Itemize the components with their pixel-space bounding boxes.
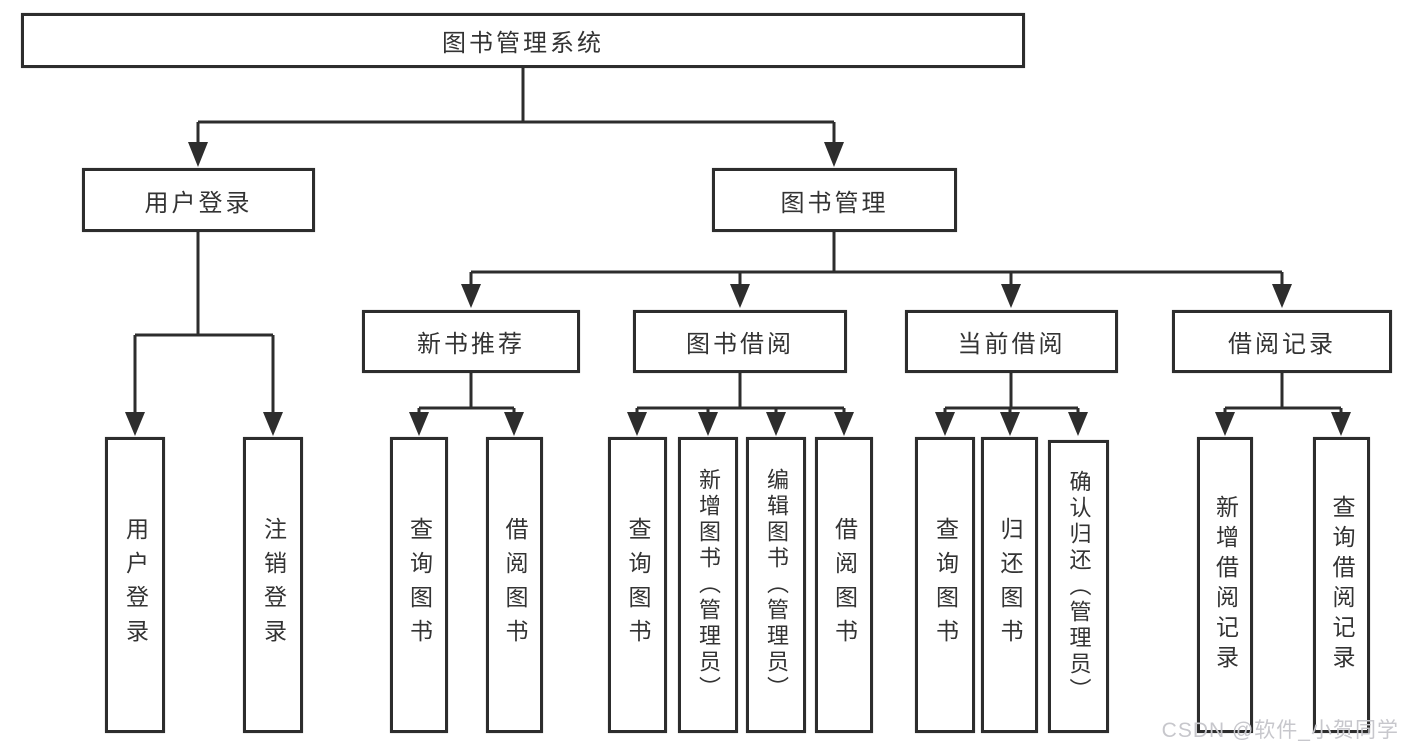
leaf-query-book-current-label: 查询图书 (932, 517, 959, 653)
node-user-login-label: 用户登录 (144, 189, 253, 217)
leaf-borrow-book: 借阅图书 (815, 437, 873, 733)
leaf-return-book-label: 归还图书 (997, 517, 1023, 653)
node-root: 图书管理系统 (21, 13, 1025, 68)
leaf-confirm-return-admin: 确认归还（管理员） (1048, 440, 1109, 733)
leaf-add-book-admin: 新增图书（管理员） (678, 437, 738, 733)
node-book-management: 图书管理 (712, 168, 957, 232)
csdn-watermark: CSDN @软件_小贺同学 (1161, 719, 1399, 742)
leaf-add-borrow-record: 新增借阅记录 (1197, 437, 1253, 733)
leaf-return-book: 归还图书 (981, 437, 1038, 733)
leaf-query-borrow-record: 查询借阅记录 (1313, 437, 1370, 733)
leaf-confirm-return-admin-label: 确认归还（管理员） (1066, 469, 1092, 704)
node-book-borrow: 图书借阅 (633, 310, 847, 373)
leaf-borrow-book-recommend: 借阅图书 (486, 437, 543, 733)
node-user-login: 用户登录 (82, 168, 315, 232)
node-current-borrow-label: 当前借阅 (957, 331, 1066, 358)
leaf-borrow-book-recommend-label: 借阅图书 (502, 517, 528, 653)
leaf-borrow-book-label: 借阅图书 (831, 517, 858, 653)
leaf-user-login-label: 用户登录 (122, 517, 149, 653)
leaf-logout-login: 注销登录 (243, 437, 303, 733)
leaf-add-book-admin-label: 新增图书（管理员） (696, 468, 721, 702)
leaf-query-book-borrow-label: 查询图书 (625, 517, 651, 653)
leaf-edit-book-admin-label: 编辑图书（管理员） (764, 468, 789, 702)
leaf-add-borrow-record-label: 新增借阅记录 (1212, 495, 1239, 675)
leaf-edit-book-admin: 编辑图书（管理员） (746, 437, 806, 733)
leaf-user-login: 用户登录 (105, 437, 165, 733)
leaf-query-book-current: 查询图书 (915, 437, 975, 733)
leaf-logout-login-label: 注销登录 (260, 517, 287, 653)
leaf-query-book-recommend: 查询图书 (390, 437, 448, 733)
node-root-label: 图书管理系统 (442, 30, 604, 57)
node-borrow-records: 借阅记录 (1172, 310, 1392, 373)
node-borrow-records-label: 借阅记录 (1228, 331, 1336, 358)
node-book-management-label: 图书管理 (780, 189, 889, 217)
leaf-query-book-borrow: 查询图书 (608, 437, 667, 733)
leaf-query-book-recommend-label: 查询图书 (406, 517, 433, 653)
node-new-book-recommend: 新书推荐 (362, 310, 580, 373)
node-current-borrow: 当前借阅 (905, 310, 1118, 373)
leaf-query-borrow-record-label: 查询借阅记录 (1329, 495, 1355, 675)
node-new-book-recommend-label: 新书推荐 (417, 331, 525, 358)
node-book-borrow-label: 图书借阅 (686, 331, 794, 358)
